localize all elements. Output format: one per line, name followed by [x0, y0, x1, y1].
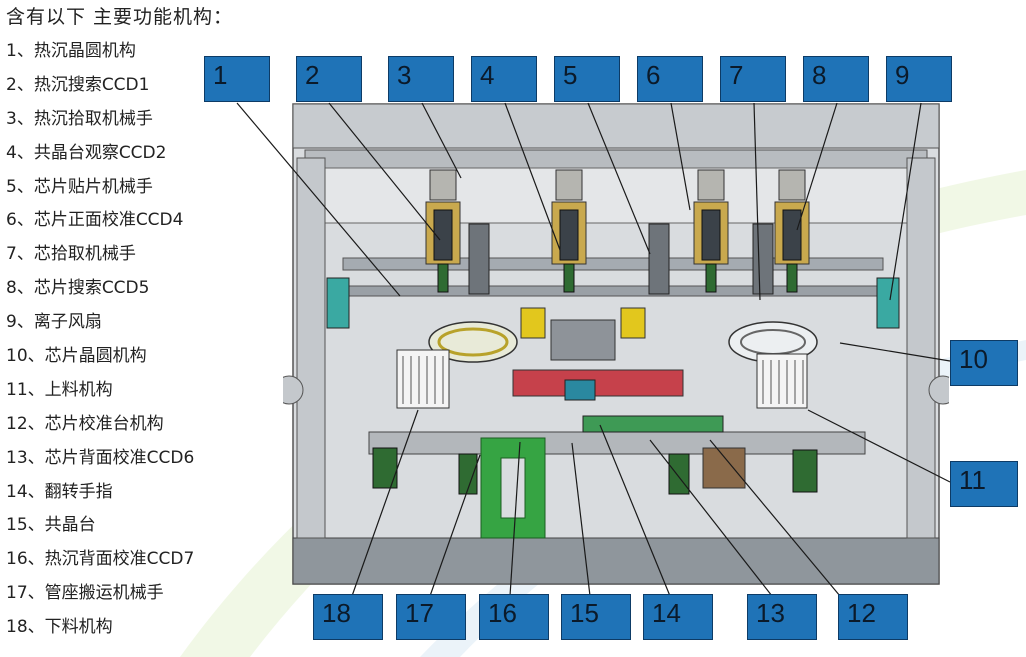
- legend-item: 12、芯片校准台机构: [6, 413, 164, 434]
- callout-6: 6: [637, 56, 703, 102]
- pick-head: [693, 169, 729, 293]
- legend-item: 16、热沉背面校准CCD7: [6, 549, 195, 570]
- page-title: 含有以下 主要功能机构：: [6, 6, 234, 28]
- callout-18: 18: [313, 594, 383, 640]
- mechanism-legend: 1、热沉晶圆机构 2、热沉搜索CCD1 3、热沉拾取机械手 4、共晶台观察CCD…: [6, 38, 194, 648]
- legend-item: 8、芯片搜索CCD5: [6, 278, 150, 299]
- legend-item: 2、热沉搜索CCD1: [6, 74, 150, 95]
- callout-4: 4: [471, 56, 537, 102]
- legend-item: 11、上料机构: [6, 379, 113, 400]
- callout-10: 10: [950, 340, 1018, 386]
- legend-item: 10、芯片晶圆机构: [6, 346, 147, 367]
- legend-item: 9、离子风扇: [6, 312, 102, 333]
- legend-item: 7、芯拾取机械手: [6, 244, 136, 265]
- legend-item: 1、热沉晶圆机构: [6, 41, 136, 61]
- legend-item: 17、管座搬运机械手: [6, 583, 164, 604]
- legend-item: 3、热沉拾取机械手: [6, 108, 153, 129]
- callout-12: 12: [838, 594, 908, 640]
- machine-drawing: [283, 103, 949, 585]
- legend-item: 15、共晶台: [6, 515, 96, 536]
- callout-16: 16: [479, 594, 549, 640]
- legend-item: 6、芯片正面校准CCD4: [6, 210, 184, 231]
- callout-17: 17: [396, 594, 466, 640]
- legend-item: 13、芯片背面校准CCD6: [6, 447, 195, 468]
- callout-14: 14: [643, 594, 713, 640]
- callout-5: 5: [554, 56, 620, 102]
- callout-2: 2: [296, 56, 362, 102]
- callout-1: 1: [204, 56, 270, 102]
- callout-8: 8: [803, 56, 869, 102]
- callout-9: 9: [886, 56, 952, 102]
- callout-15: 15: [561, 594, 631, 640]
- legend-item: 5、芯片贴片机械手: [6, 176, 153, 197]
- callout-13: 13: [747, 594, 817, 640]
- callout-7: 7: [720, 56, 786, 102]
- legend-item: 4、共晶台观察CCD2: [6, 142, 167, 163]
- legend-item: 14、翻转手指: [6, 481, 113, 502]
- legend-item: 18、下料机构: [6, 617, 113, 638]
- callout-11: 11: [950, 461, 1018, 507]
- callout-3: 3: [388, 56, 454, 102]
